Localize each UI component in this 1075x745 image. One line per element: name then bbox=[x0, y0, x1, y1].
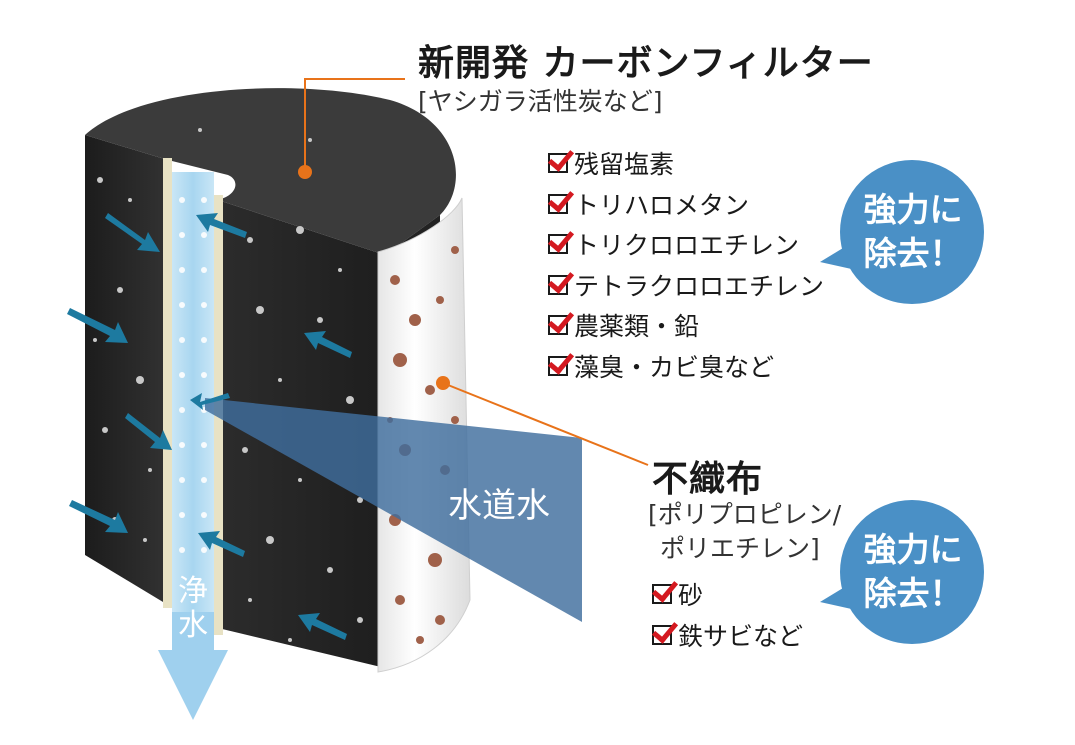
checkbox-checked-icon bbox=[548, 234, 568, 255]
checkbox-checked-icon bbox=[652, 624, 672, 645]
list-item: トリクロロエチレン bbox=[548, 224, 824, 265]
checkbox-checked-icon bbox=[548, 315, 568, 336]
badge-carbon-shape bbox=[820, 160, 984, 304]
carbon-filter-subtitle: [ヤシガラ活性炭など] bbox=[418, 87, 663, 116]
leader-lines bbox=[304, 78, 649, 466]
nonwoven-subtitle: [ポリプロピレン/ ポリエチレン] bbox=[648, 500, 842, 563]
list-item: 砂 bbox=[652, 574, 803, 615]
checkbox-checked-icon bbox=[548, 153, 568, 174]
badge-carbon: 強力に 除去！ bbox=[863, 190, 963, 273]
carbon-removes-list: 残留塩素 トリハロメタン トリクロロエチレン テトラクロロエチレン 農薬類・鉛 … bbox=[548, 143, 824, 386]
leader-dot-nonwoven bbox=[436, 376, 450, 390]
checkbox-checked-icon bbox=[548, 355, 568, 376]
list-item: 藻臭・カビ臭など bbox=[548, 346, 824, 387]
clean-water-label: 浄水 bbox=[178, 574, 208, 643]
inner-wall-left bbox=[163, 158, 172, 608]
leader-dot-carbon bbox=[298, 165, 312, 179]
list-item: テトラクロロエチレン bbox=[548, 265, 824, 306]
nonwoven-title: 不織布 bbox=[652, 459, 764, 500]
carbon-left-face bbox=[85, 135, 168, 605]
checkbox-checked-icon bbox=[652, 584, 672, 605]
list-item: 残留塩素 bbox=[548, 143, 824, 184]
clean-water-arrow bbox=[158, 612, 228, 720]
tap-water-beam bbox=[205, 398, 582, 622]
badge-nonwoven: 強力に 除去！ bbox=[863, 530, 963, 613]
checkbox-checked-icon bbox=[548, 193, 568, 214]
checkbox-checked-icon bbox=[548, 274, 568, 295]
list-item: 鉄サビなど bbox=[652, 615, 803, 656]
flow-arrows bbox=[67, 213, 352, 640]
badge-nonwoven-shape bbox=[820, 500, 984, 644]
carbon-filter-title: 新開発 カーボンフィルター bbox=[418, 43, 874, 84]
list-item: 農薬類・鉛 bbox=[548, 305, 824, 346]
tap-water-label: 水道水 bbox=[448, 486, 550, 526]
nonwoven-removes-list: 砂 鉄サビなど bbox=[652, 574, 803, 655]
list-item: トリハロメタン bbox=[548, 184, 824, 225]
carbon-top-face bbox=[85, 88, 456, 255]
tube-holes bbox=[179, 197, 207, 553]
